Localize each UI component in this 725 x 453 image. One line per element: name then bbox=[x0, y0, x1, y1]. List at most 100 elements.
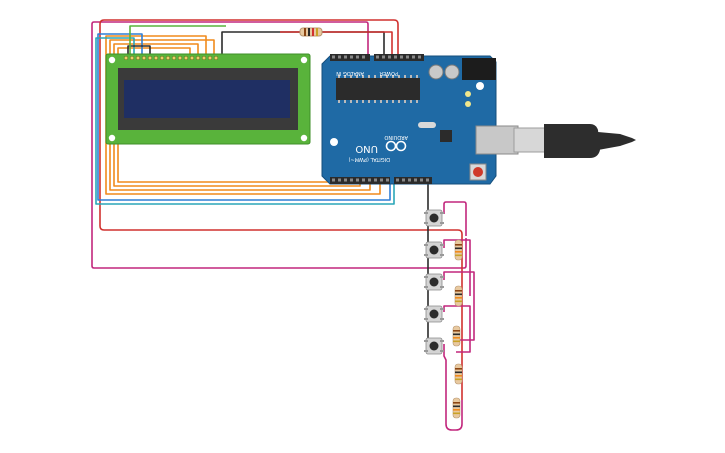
lcd-pin[interactable] bbox=[123, 55, 129, 61]
pushbutton[interactable] bbox=[424, 273, 444, 291]
capacitor bbox=[428, 64, 444, 80]
header-pin[interactable] bbox=[380, 178, 383, 182]
power-jack[interactable] bbox=[462, 58, 496, 80]
header-pin[interactable] bbox=[418, 55, 421, 59]
chip-leg bbox=[410, 100, 412, 103]
lcd-16x2[interactable] bbox=[105, 53, 311, 145]
board-brand: ARDUINO bbox=[384, 134, 408, 140]
lcd-pin[interactable] bbox=[213, 55, 219, 61]
resistor[interactable] bbox=[452, 325, 461, 347]
wire-green[interactable] bbox=[129, 25, 226, 54]
header-pin[interactable] bbox=[408, 178, 411, 182]
header-pin[interactable] bbox=[414, 178, 417, 182]
header-pin[interactable] bbox=[426, 178, 429, 182]
resistor[interactable] bbox=[454, 363, 463, 385]
header-pin[interactable] bbox=[374, 178, 377, 182]
wire-red-outer[interactable] bbox=[99, 19, 463, 400]
header-pin[interactable] bbox=[344, 55, 347, 59]
wire-teal[interactable] bbox=[95, 37, 395, 205]
infinity-logo-icon bbox=[385, 140, 407, 152]
usb-cable-icon[interactable] bbox=[513, 124, 636, 158]
reset-button-cap[interactable] bbox=[473, 167, 483, 177]
lcd-pin[interactable] bbox=[189, 55, 195, 61]
header-pin[interactable] bbox=[338, 178, 341, 182]
lcd-pin[interactable] bbox=[159, 55, 165, 61]
header-pin[interactable] bbox=[332, 178, 335, 182]
lcd-pin[interactable] bbox=[135, 55, 141, 61]
pushbutton[interactable] bbox=[424, 241, 444, 259]
arduino-uno-board[interactable]: ANALOG IN POWER ARDUINO UNO DIGITAL (PWM… bbox=[321, 54, 519, 185]
pushbutton[interactable] bbox=[424, 209, 444, 227]
chip-leg bbox=[410, 75, 412, 78]
pushbutton[interactable] bbox=[424, 305, 444, 323]
header-pin[interactable] bbox=[386, 178, 389, 182]
pushbutton[interactable] bbox=[424, 337, 444, 355]
header-pin[interactable] bbox=[420, 178, 423, 182]
lcd-screen bbox=[124, 80, 290, 118]
header-pin[interactable] bbox=[338, 55, 341, 59]
lcd-pin[interactable] bbox=[129, 55, 135, 61]
chip-leg bbox=[374, 100, 376, 103]
header-pin[interactable] bbox=[396, 178, 399, 182]
header-pin[interactable] bbox=[362, 55, 365, 59]
resistor-top[interactable] bbox=[299, 27, 323, 37]
header-pin[interactable] bbox=[400, 55, 403, 59]
resistor[interactable] bbox=[454, 239, 463, 261]
header-pin[interactable] bbox=[356, 55, 359, 59]
usb-plug-body bbox=[544, 124, 600, 158]
chip-leg bbox=[350, 100, 352, 103]
led-indicator bbox=[465, 91, 471, 97]
header-pin[interactable] bbox=[388, 55, 391, 59]
resistor-column bbox=[452, 239, 463, 419]
lcd-pin[interactable] bbox=[165, 55, 171, 61]
lcd-pin[interactable] bbox=[153, 55, 159, 61]
resistor[interactable] bbox=[452, 397, 461, 419]
lcd-pin[interactable] bbox=[201, 55, 207, 61]
wire-resistor-top[interactable] bbox=[280, 31, 393, 60]
header-pin[interactable] bbox=[344, 178, 347, 182]
header-pin[interactable] bbox=[382, 55, 385, 59]
chip-leg bbox=[392, 100, 394, 103]
wire-black-lcd[interactable] bbox=[127, 45, 151, 54]
header-pin[interactable] bbox=[356, 178, 359, 182]
header-pin[interactable] bbox=[406, 55, 409, 59]
wire-bundle-magenta-buttons[interactable] bbox=[443, 201, 475, 431]
led-indicator bbox=[465, 101, 471, 107]
resistor[interactable] bbox=[454, 285, 463, 307]
board-mount-hole bbox=[476, 82, 484, 90]
chip-leg bbox=[362, 100, 364, 103]
analog-label: ANALOG IN bbox=[336, 70, 364, 76]
chip-leg bbox=[398, 75, 400, 78]
wire-magenta-outer[interactable] bbox=[91, 21, 467, 269]
chip-leg bbox=[338, 100, 340, 103]
usb-b-socket[interactable] bbox=[475, 125, 519, 155]
capacitor bbox=[444, 64, 460, 80]
wire-blue[interactable] bbox=[97, 33, 391, 201]
header-pin[interactable] bbox=[362, 178, 365, 182]
chip-leg bbox=[416, 100, 418, 103]
lcd-mount-hole bbox=[300, 134, 308, 142]
header-pins bbox=[332, 55, 429, 182]
header-pin[interactable] bbox=[394, 55, 397, 59]
lcd-pin[interactable] bbox=[177, 55, 183, 61]
header-pin[interactable] bbox=[412, 55, 415, 59]
lcd-pin[interactable] bbox=[171, 55, 177, 61]
digital-header-high bbox=[394, 177, 432, 184]
lcd-pin[interactable] bbox=[147, 55, 153, 61]
lcd-mount-hole bbox=[108, 134, 116, 142]
header-pin[interactable] bbox=[332, 55, 335, 59]
header-pin[interactable] bbox=[368, 178, 371, 182]
lcd-pin[interactable] bbox=[207, 55, 213, 61]
header-pin[interactable] bbox=[402, 178, 405, 182]
chip-leg bbox=[368, 75, 370, 78]
header-pin[interactable] bbox=[350, 55, 353, 59]
atmega-chip bbox=[336, 78, 420, 100]
header-pin[interactable] bbox=[376, 55, 379, 59]
lcd-pin[interactable] bbox=[195, 55, 201, 61]
usb-strain-relief bbox=[598, 132, 624, 150]
lcd-pin[interactable] bbox=[183, 55, 189, 61]
power-label: POWER bbox=[379, 70, 398, 76]
header-pin[interactable] bbox=[350, 178, 353, 182]
lcd-pin[interactable] bbox=[141, 55, 147, 61]
